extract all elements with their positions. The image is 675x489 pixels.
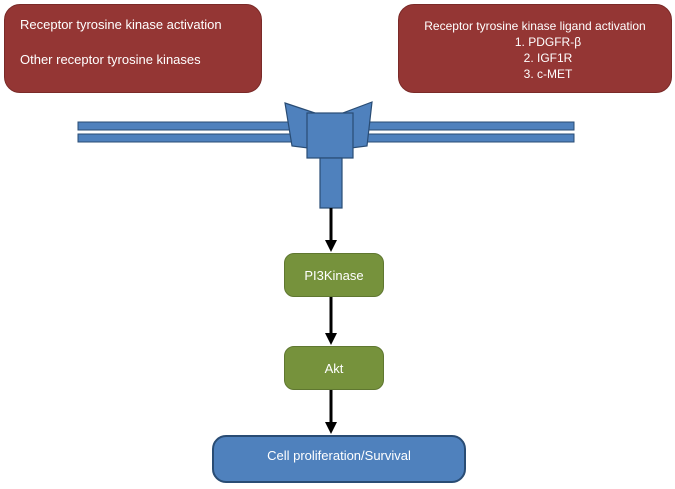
- rtk-ligand-item: 2. IGF1R: [523, 51, 573, 65]
- arrow-akt-to-outcome: [325, 390, 337, 434]
- rtk-ligand-title: Receptor tyrosine kinase ligand activati…: [424, 19, 646, 33]
- cell-outcome-label: Cell proliferation/Survival: [267, 447, 411, 463]
- arrow-receptor-to-pi3k: [325, 208, 337, 252]
- rtk-ligand-list: 1. PDGFR-β 2. IGF1R 3. c-MET: [405, 34, 665, 82]
- other-rtk-label: Other receptor tyrosine kinases: [20, 52, 201, 67]
- rtk-ligand-item: 1. PDGFR-β: [514, 35, 582, 49]
- rtk-activation-label: Receptor tyrosine kinase activation: [20, 17, 222, 32]
- rtk-ligand-box: Receptor tyrosine kinase ligand activati…: [398, 4, 672, 93]
- receptor-intracellular-domain: [319, 157, 343, 209]
- cell-outcome-node: Cell proliferation/Survival: [212, 435, 466, 483]
- akt-label: Akt: [324, 360, 344, 376]
- rtk-activation-box: Receptor tyrosine kinase activation Othe…: [4, 4, 262, 93]
- receptor-body: [306, 112, 354, 159]
- arrow-pi3k-to-akt: [325, 297, 337, 345]
- pi3kinase-node: PI3Kinase: [284, 253, 384, 297]
- pi3kinase-label: PI3Kinase: [304, 267, 364, 283]
- akt-node: Akt: [284, 346, 384, 390]
- rtk-ligand-item: 3. c-MET: [523, 67, 573, 81]
